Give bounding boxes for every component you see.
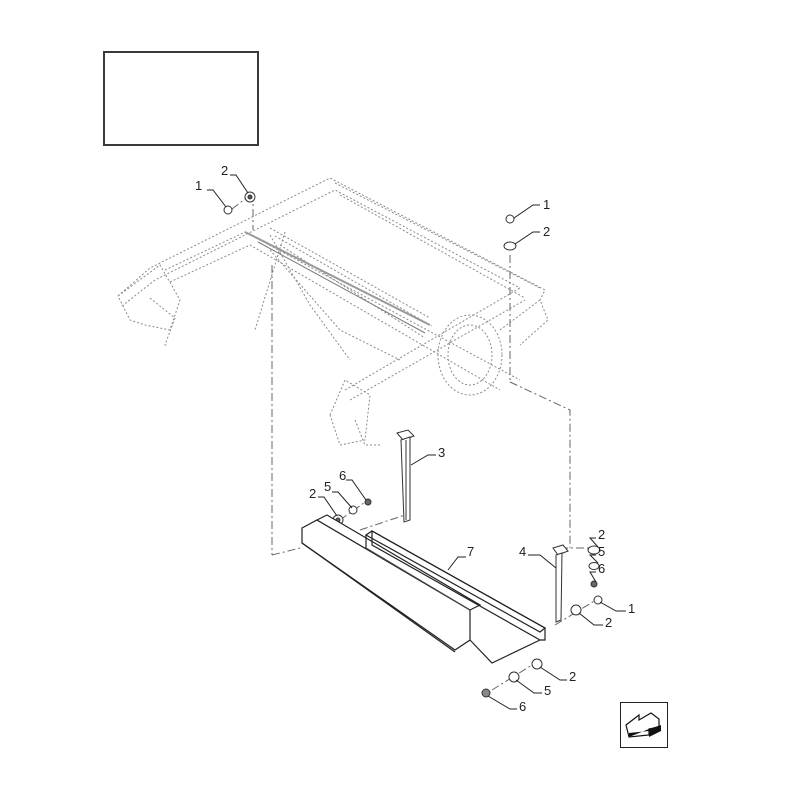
part-4-bracket [552,544,569,623]
callout-part-2: 2 [605,615,613,630]
callout-part-5: 5 [324,479,332,494]
callout-part-6: 6 [339,468,347,483]
hardware-right-stack [570,545,603,616]
bolt-icon [223,205,233,215]
arrow-icon [625,712,661,738]
callout-part-7: 7 [467,544,475,559]
title-block-box [103,51,259,146]
leader-lines [207,174,626,710]
callout-part-6: 6 [519,699,527,714]
hardware-upper-right [503,214,517,251]
callout-part-2: 2 [221,163,229,178]
callout-part-4: 4 [519,544,527,559]
previous-view-arrow-icon[interactable] [620,702,668,748]
bolt-icon [505,214,515,224]
hardware-upper-left [223,191,256,215]
callout-part-2: 2 [309,486,317,501]
washer-icon [503,241,517,251]
callout-part-1: 1 [543,197,551,212]
part-3-bracket [396,429,415,523]
hardware-bottom-stack [481,658,543,698]
frame-solid-lines [244,231,431,334]
callout-part-5: 5 [598,544,606,559]
callout-part-6: 6 [598,561,606,576]
callout-part-3: 3 [438,445,446,460]
callout-part-2: 2 [543,224,551,239]
callout-part-2: 2 [598,527,606,542]
callout-part-1: 1 [195,178,203,193]
frame-assembly [117,177,549,446]
callout-part-5: 5 [544,683,552,698]
callout-part-1: 1 [628,601,636,616]
part-7-guard [301,514,547,664]
callout-part-2: 2 [569,669,577,684]
hardware-left-stack [332,498,372,526]
